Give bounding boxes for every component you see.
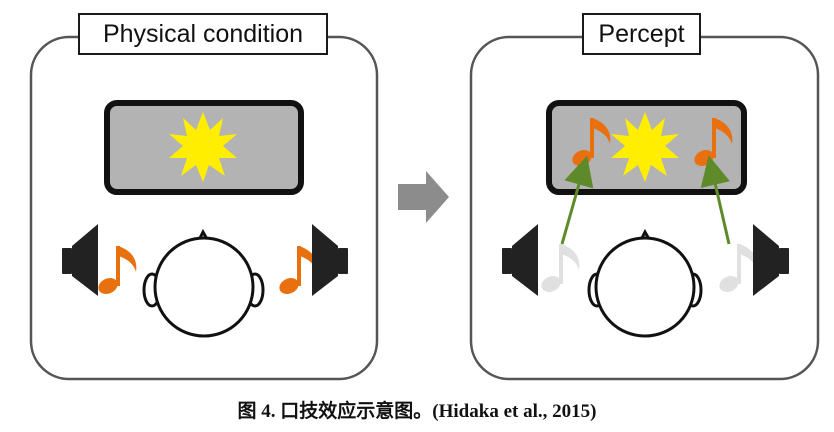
head-icon-right bbox=[587, 228, 703, 338]
figure-caption: 图 4. 口技效应示意图。(Hidaka et al., 2015) bbox=[237, 401, 597, 422]
perceived-shift-arrow-icon-left bbox=[560, 155, 594, 245]
percept-panel bbox=[469, 35, 820, 381]
panel-title-physical-condition: Physical condition bbox=[78, 13, 328, 55]
panel-title-percept: Percept bbox=[582, 13, 701, 55]
head-icon-left bbox=[142, 228, 265, 338]
physical-condition-panel bbox=[29, 35, 379, 381]
perceived-shift-arrow-icon-right bbox=[700, 155, 731, 245]
transition-arrow-icon bbox=[398, 171, 449, 223]
